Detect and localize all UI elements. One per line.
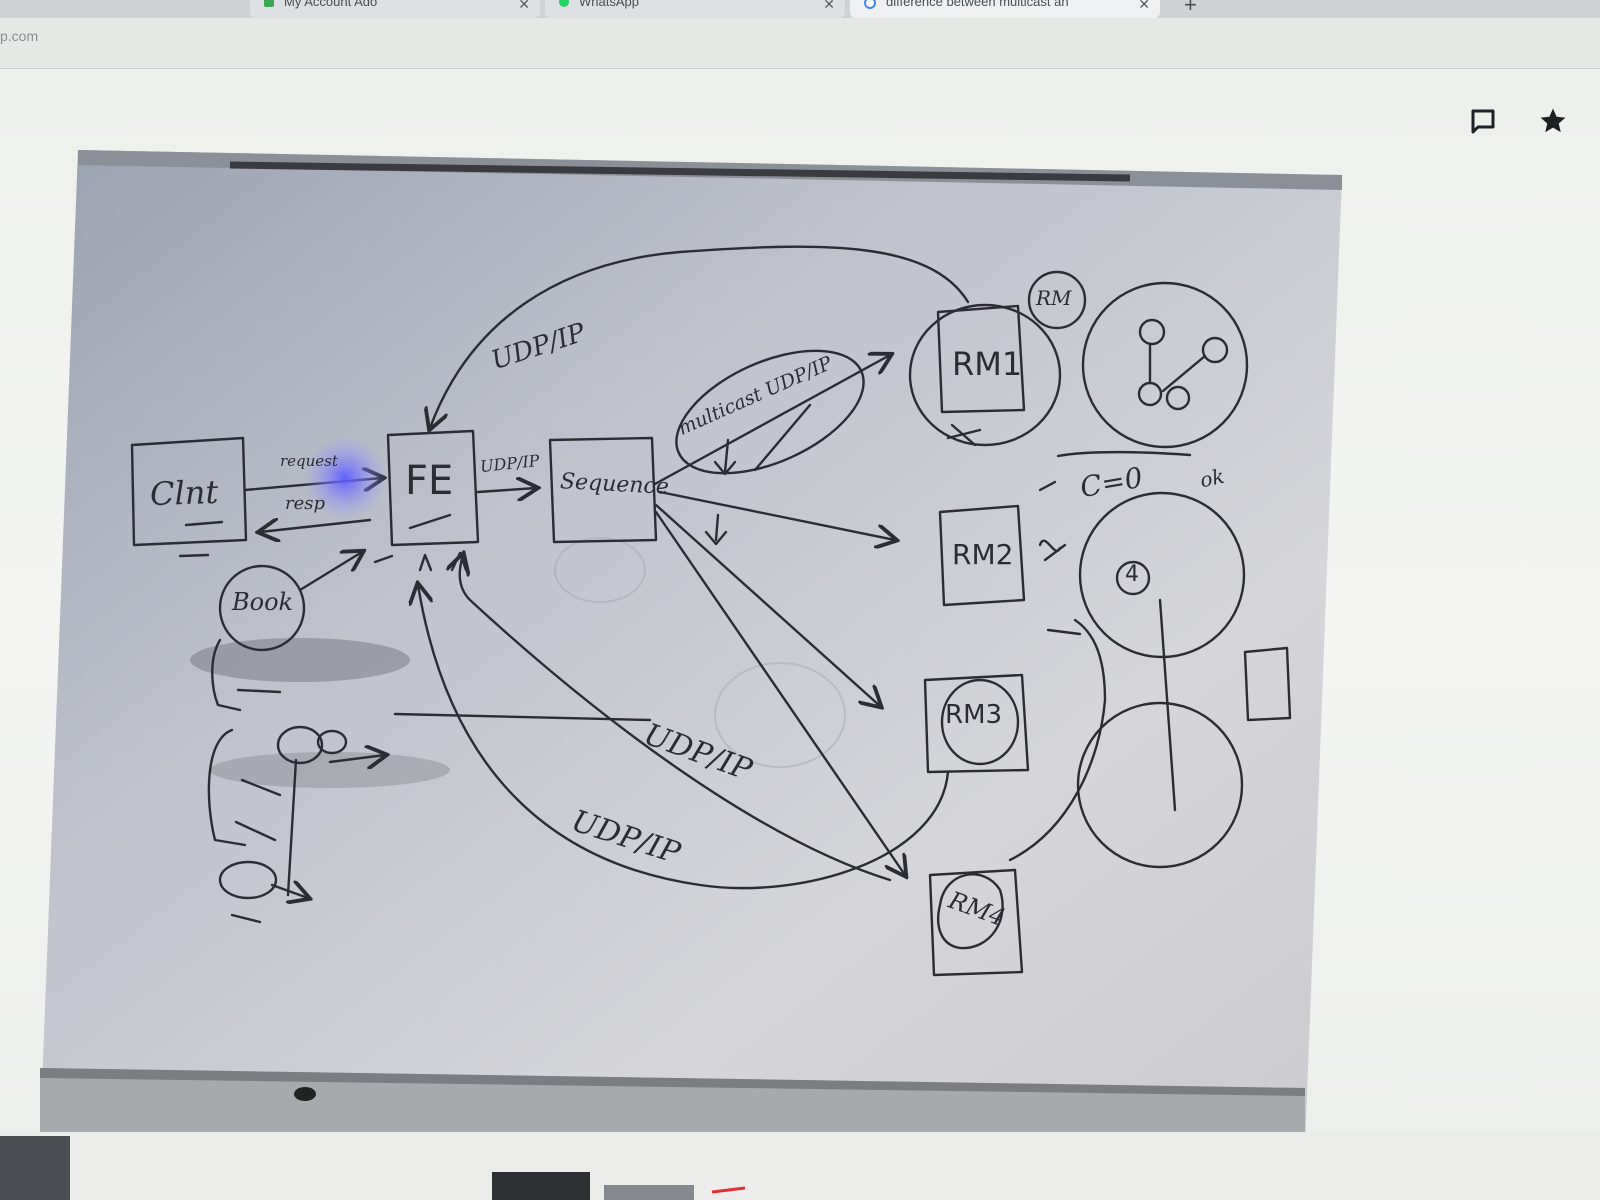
tab-title: My Account Ado — [284, 0, 378, 9]
rm3-label: RM3 — [945, 700, 1003, 730]
rm-circle-label: RM — [1036, 286, 1072, 310]
google-icon — [864, 0, 876, 9]
tab-active-search[interactable]: difference between multicast an ✕ — [850, 0, 1160, 18]
client-label: Clnt — [149, 472, 219, 514]
comment-icon[interactable] — [1468, 107, 1498, 137]
tab-strip: My Account Ado ✕ WhatsApp ✕ difference b… — [0, 0, 1600, 18]
tab-my-account[interactable]: My Account Ado ✕ — [250, 0, 540, 18]
fe-label: FE — [405, 458, 454, 504]
rm4-box — [928, 868, 1024, 977]
group-circle — [1081, 281, 1249, 449]
rm2-label: RM2 — [952, 538, 1014, 571]
tab-whatsapp[interactable]: WhatsApp ✕ — [545, 0, 845, 18]
request-label: request — [280, 452, 338, 470]
rm2-box — [938, 504, 1026, 607]
green-app-icon — [264, 0, 274, 7]
whatsapp-icon — [559, 0, 569, 7]
new-tab-button[interactable]: + — [1184, 0, 1197, 17]
ok-label: ok — [1197, 463, 1227, 493]
tab-title: WhatsApp — [579, 0, 639, 9]
four-label: 4 — [1125, 562, 1139, 587]
client-box — [130, 436, 248, 547]
close-icon[interactable]: ✕ — [823, 0, 835, 12]
rm3-box — [923, 673, 1030, 774]
address-bar[interactable]: p.com — [0, 18, 1600, 69]
book-circle — [218, 564, 306, 652]
sequencer-box — [548, 436, 658, 544]
close-icon[interactable]: ✕ — [518, 0, 530, 12]
rm1-box — [936, 304, 1026, 414]
response-label: resp — [285, 493, 326, 514]
star-icon[interactable] — [1538, 106, 1568, 136]
close-icon[interactable]: ✕ — [1138, 0, 1150, 12]
rm1-label: RM1 — [952, 345, 1023, 383]
tab-title: difference between multicast an — [886, 0, 1069, 9]
url-text[interactable]: p.com — [0, 28, 39, 44]
book-label: Book — [232, 588, 294, 616]
